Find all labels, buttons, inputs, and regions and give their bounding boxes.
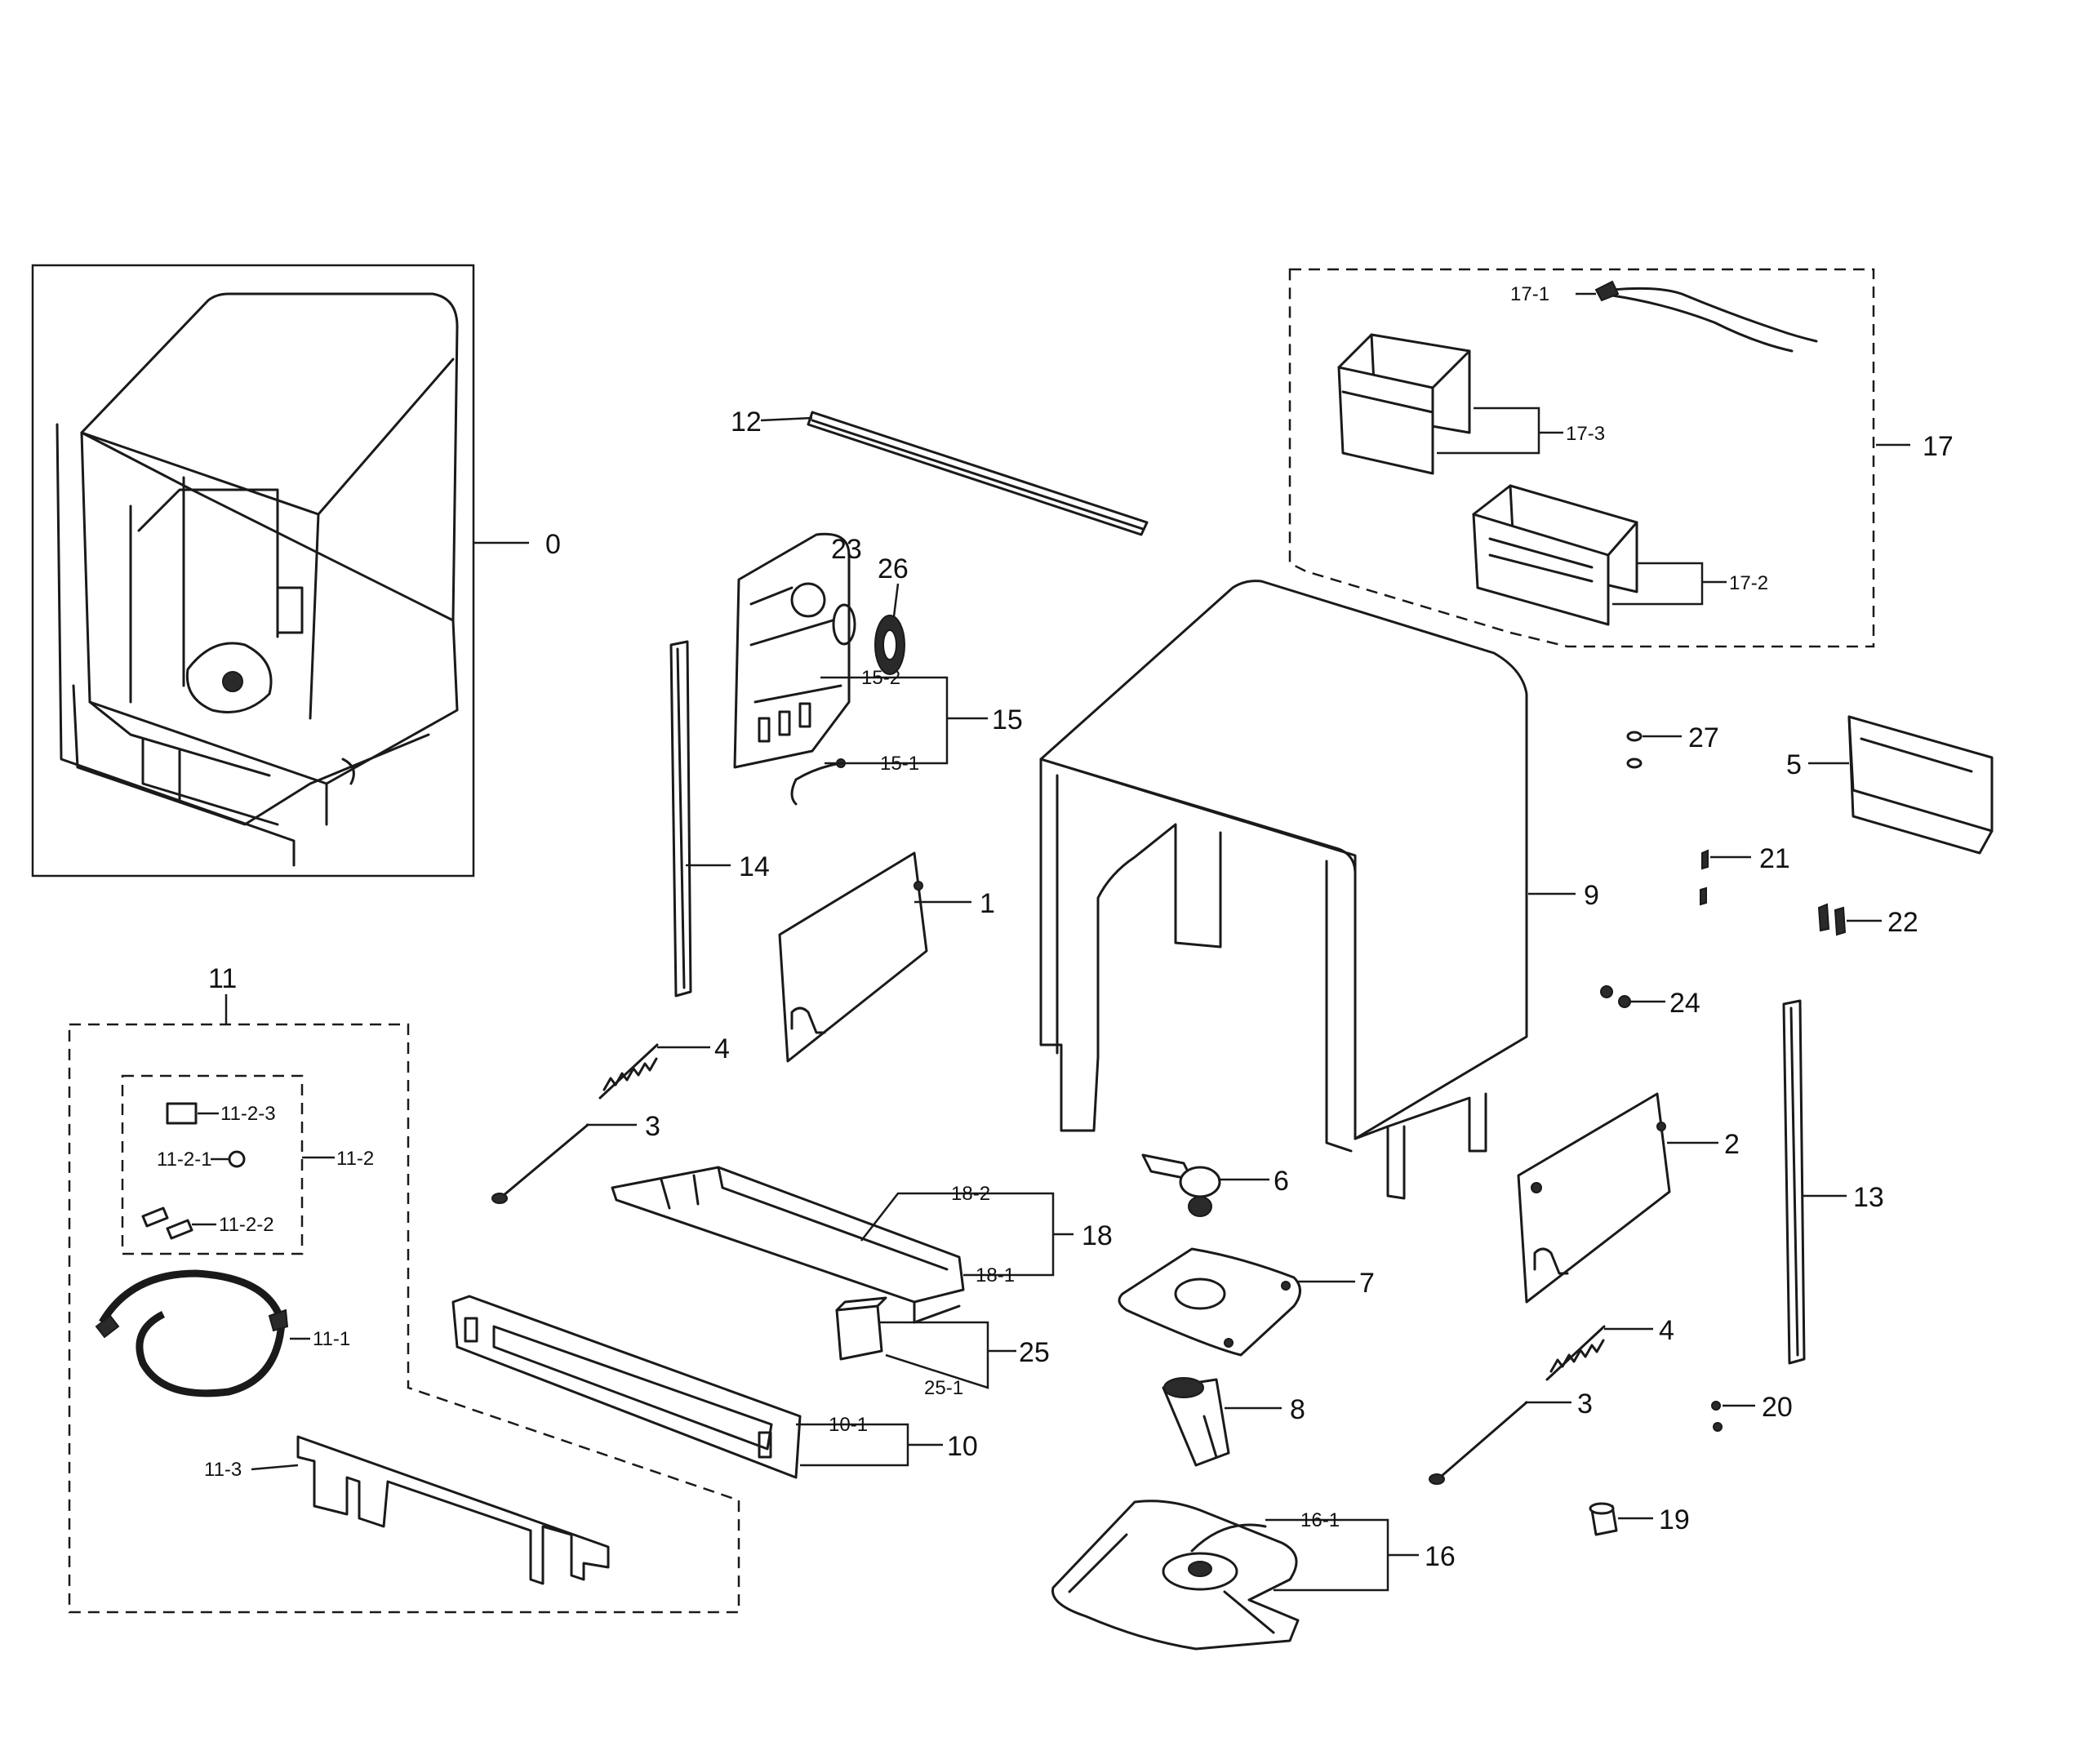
part-8-housing-illustration <box>1162 1377 1230 1467</box>
callout-17-3: 17-3 <box>1566 423 1605 445</box>
part-11-2-1-illustration <box>228 1150 246 1168</box>
callout-7: 7 <box>1359 1268 1375 1299</box>
callout-5: 5 <box>1786 749 1802 780</box>
callout-12: 12 <box>731 407 762 438</box>
callout-11-1: 11-1 <box>313 1328 350 1350</box>
part-6-sump-illustration <box>1141 1153 1221 1217</box>
part-15-bracket-illustration <box>733 532 851 806</box>
part-27-rings-illustration <box>1626 731 1643 769</box>
part-17-3-case-illustration <box>1337 333 1471 475</box>
callout-18: 18 <box>1082 1220 1113 1251</box>
callout-15: 15 <box>992 704 1023 735</box>
part-14-rail-illustration <box>669 640 692 998</box>
callout-4-left: 4 <box>714 1033 730 1064</box>
callout-20: 20 <box>1762 1392 1793 1423</box>
part-13-rail-illustration <box>1782 999 1806 1365</box>
callout-27: 27 <box>1688 722 1719 753</box>
part-17-group-outline <box>1288 268 1875 648</box>
part-11-3-bracket-illustration <box>296 1435 610 1585</box>
callout-14: 14 <box>739 851 770 882</box>
callout-16-1: 16-1 <box>1300 1509 1340 1531</box>
callout-8: 8 <box>1290 1394 1305 1425</box>
callout-4-right: 4 <box>1659 1315 1674 1346</box>
part-26-disc-illustration <box>874 615 905 675</box>
part-11-1-hose-illustration <box>95 1269 289 1397</box>
callout-23: 23 <box>831 534 862 565</box>
callout-11-2-3: 11-2-3 <box>220 1103 276 1125</box>
part-1-side-panel-illustration <box>778 851 928 1063</box>
callout-13: 13 <box>1853 1182 1884 1213</box>
part-25-block-illustration <box>835 1296 887 1361</box>
part-17-2-case-illustration <box>1472 484 1638 626</box>
part-11-group-outline <box>68 1023 740 1614</box>
callout-25-1: 25-1 <box>924 1377 963 1399</box>
part-17-1-harness-illustration <box>1594 280 1818 353</box>
callout-11: 11 <box>208 963 237 994</box>
part-22-clips-illustration <box>1817 903 1847 936</box>
callout-25: 25 <box>1019 1337 1050 1368</box>
callout-17-2: 17-2 <box>1729 572 1768 594</box>
part-19-cap-illustration <box>1589 1502 1618 1536</box>
part-24-screws-illustration <box>1600 985 1631 1008</box>
callout-10: 10 <box>947 1431 978 1462</box>
part-11-2-group-outline <box>121 1074 304 1255</box>
part-5-plate-illustration <box>1847 715 1994 855</box>
callout-15-1: 15-1 <box>880 753 919 775</box>
callout-17-1: 17-1 <box>1510 283 1549 305</box>
callout-18-2: 18-2 <box>951 1183 990 1205</box>
part-12-strip-illustration <box>807 411 1149 536</box>
part-10-kickplate-illustration <box>451 1295 802 1479</box>
part-4-spring-left-illustration <box>598 1043 659 1100</box>
callout-11-2-1: 11-2-1 <box>157 1149 212 1171</box>
part-0-tub-assembly-illustration <box>31 264 475 878</box>
callout-11-2: 11-2 <box>336 1148 374 1170</box>
callout-18-1: 18-1 <box>976 1264 1015 1286</box>
callout-0: 0 <box>545 529 561 560</box>
part-11-2-2-illustration <box>141 1206 193 1240</box>
callout-17: 17 <box>1923 431 1954 462</box>
callout-3-right: 3 <box>1577 1389 1593 1420</box>
part-20-illustration <box>1711 1401 1723 1432</box>
callout-9: 9 <box>1584 880 1599 911</box>
part-4-spring-right-illustration <box>1545 1325 1606 1381</box>
callout-1: 1 <box>980 888 995 919</box>
part-21-clips-illustration <box>1700 849 1709 906</box>
callout-6: 6 <box>1274 1166 1289 1197</box>
part-23-ring-illustration <box>832 603 856 646</box>
part-3-rod-left-illustration <box>491 1123 589 1204</box>
callout-24: 24 <box>1669 988 1700 1019</box>
part-3-rod-right-illustration <box>1429 1401 1528 1485</box>
part-2-side-panel-illustration <box>1517 1092 1671 1304</box>
callout-2: 2 <box>1724 1129 1740 1160</box>
callout-21: 21 <box>1759 843 1790 874</box>
callout-26: 26 <box>878 553 909 584</box>
callout-22: 22 <box>1887 907 1918 938</box>
callout-19: 19 <box>1659 1504 1690 1535</box>
callout-11-2-2: 11-2-2 <box>219 1214 274 1236</box>
part-9-tub-illustration <box>1039 580 1528 1200</box>
part-11-2-3-illustration <box>166 1102 198 1125</box>
part-7-gasket-illustration <box>1118 1247 1301 1357</box>
part-16-base-illustration <box>1051 1500 1300 1651</box>
callout-10-1: 10-1 <box>829 1414 868 1436</box>
callout-16: 16 <box>1425 1541 1456 1572</box>
callout-3-left: 3 <box>645 1111 660 1142</box>
part-18-tray-illustration <box>611 1166 965 1324</box>
callout-11-3: 11-3 <box>204 1459 242 1481</box>
